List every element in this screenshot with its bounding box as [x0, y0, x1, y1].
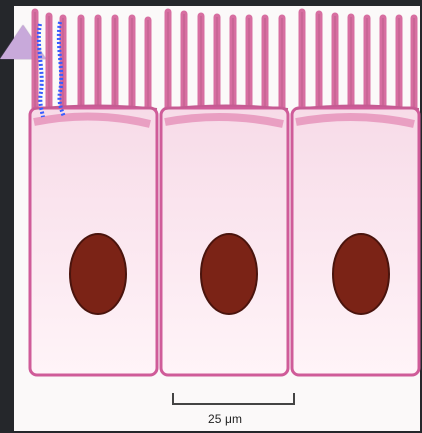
triangle-up-icon[interactable]: [0, 25, 46, 59]
illustration-panel: [14, 6, 420, 431]
scale-bar-label: 25 μm: [208, 412, 242, 426]
